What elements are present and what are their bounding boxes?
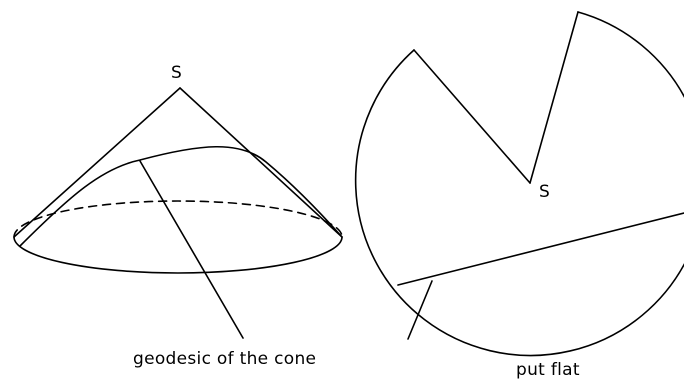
- cone-right-generator: [179, 87, 343, 238]
- cone-figure: S geodesic of the cone: [13, 63, 343, 369]
- cone-base-front-arc: [13, 236, 343, 274]
- cone-geodesic-curve: [19, 145, 343, 247]
- flat-caption: put flat: [516, 360, 580, 380]
- cone-geodesic-pointer: [139, 160, 244, 339]
- flat-geodesic-line: [397, 212, 684, 286]
- flat-geodesic-pointer: [407, 280, 433, 340]
- flat-apex-label: S: [539, 182, 550, 202]
- geodesic-caption: geodesic of the cone: [133, 349, 316, 369]
- flat-sector-edge-left: [413, 49, 531, 184]
- cone-apex-label: S: [171, 63, 182, 83]
- flat-figure: S put flat: [354, 11, 684, 380]
- cone-base-back-arc: [13, 200, 343, 238]
- flat-sector-edge-right: [529, 11, 579, 184]
- flat-sector-arc: [354, 11, 684, 357]
- cone-left-generator: [13, 87, 181, 238]
